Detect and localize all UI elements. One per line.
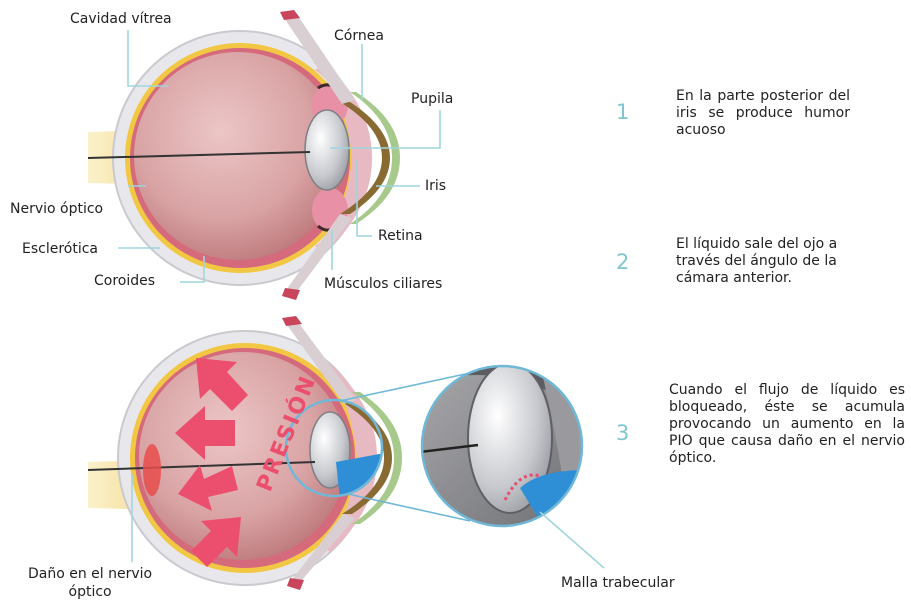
- label-pupila: Pupila: [411, 91, 453, 107]
- label-coroides: Coroides: [94, 273, 155, 289]
- eye-glaucoma: [88, 316, 402, 590]
- step-1-text: En la parte posterior del iris se produc…: [676, 88, 850, 139]
- lens-shape: [305, 110, 349, 190]
- zoom-view: [420, 363, 585, 529]
- eye-normal: [88, 10, 400, 300]
- label-iris: Iris: [425, 178, 446, 194]
- step-3-text: Cuando el flujo de líquido es bloqueado,…: [669, 382, 905, 467]
- step-2-text: El líquido sale del ojo a través del áng…: [676, 236, 876, 287]
- step-3-number: 3: [616, 421, 629, 445]
- label-malla-trabecular: Malla trabecular: [561, 575, 675, 591]
- label-dano-nervio: Daño en el nervio óptico: [28, 565, 152, 601]
- label-nervio-optico: Nervio óptico: [10, 201, 103, 217]
- label-musculos-ciliares: Músculos ciliares: [324, 276, 442, 292]
- label-cavidad-vitrea: Cavidad vítrea: [70, 11, 172, 27]
- step-1-number: 1: [616, 100, 629, 124]
- label-retina: Retina: [378, 228, 423, 244]
- label-esclerotica: Esclerótica: [22, 241, 98, 257]
- label-cornea: Córnea: [334, 28, 384, 44]
- step-2-number: 2: [616, 250, 629, 274]
